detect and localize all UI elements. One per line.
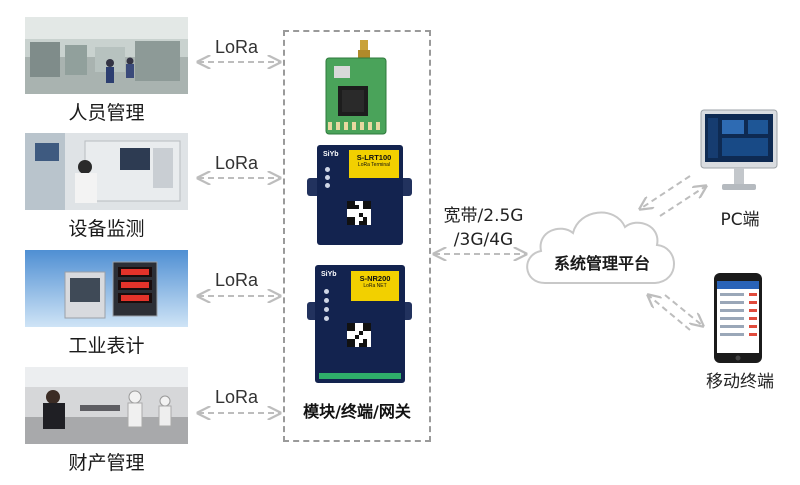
terminal-model: S-LRT100 bbox=[356, 153, 392, 162]
pc-label: PC端 bbox=[720, 210, 760, 230]
label-personnel: 人员管理 bbox=[68, 102, 145, 124]
terminal-led-1 bbox=[325, 167, 330, 172]
terminal-qr-code bbox=[347, 201, 371, 225]
gateway-model: S-NR200 bbox=[359, 274, 391, 283]
backhaul-label: 宽带/2.5G /3G/4G bbox=[436, 204, 531, 252]
gateway-led-2 bbox=[324, 298, 329, 303]
terminal-brand: SiYb bbox=[323, 151, 339, 158]
terminal-led-2 bbox=[325, 175, 330, 180]
terminal-sub: LoRa Terminal bbox=[357, 162, 391, 168]
gateway-qr-code bbox=[347, 323, 371, 347]
backhaul-line-2: /3G/4G bbox=[453, 230, 514, 250]
lora-label-2: LoRa bbox=[215, 153, 259, 173]
label-assets: 财产管理 bbox=[68, 452, 145, 474]
pc-monitor-icon bbox=[700, 109, 778, 190]
cloud-icon bbox=[526, 211, 675, 284]
gateway-sub: LoRa NET bbox=[363, 283, 387, 289]
arrow-mobile-down bbox=[664, 294, 703, 326]
arrow-mobile-up bbox=[648, 295, 691, 331]
gateway-device: SiYb S-NR200 LoRa NET bbox=[315, 265, 405, 383]
mobile-label: 移动终端 bbox=[706, 372, 774, 392]
device-group-caption: 模块/终端/网关 bbox=[303, 402, 411, 421]
gateway-led-4 bbox=[324, 316, 329, 321]
device-group-box bbox=[283, 30, 431, 442]
lora-module-image bbox=[325, 40, 387, 135]
label-equipment: 设备监测 bbox=[68, 218, 145, 240]
photo-equipment bbox=[25, 133, 188, 210]
gateway-brand: SiYb bbox=[321, 271, 337, 278]
label-meters: 工业表计 bbox=[68, 335, 145, 357]
terminal-label-tag: S-LRT100 LoRa Terminal bbox=[349, 150, 399, 178]
lora-label-3: LoRa bbox=[215, 270, 259, 290]
lora-label-4: LoRa bbox=[215, 387, 259, 407]
terminal-led-3 bbox=[325, 183, 330, 188]
gateway-led-3 bbox=[324, 307, 329, 312]
backhaul-line-1: 宽带/2.5G bbox=[443, 206, 524, 226]
gateway-led-1 bbox=[324, 289, 329, 294]
arrow-pc-up bbox=[659, 186, 706, 217]
lora-label-1: LoRa bbox=[215, 37, 259, 57]
photo-personnel bbox=[25, 17, 188, 94]
photo-meters bbox=[25, 250, 188, 327]
gateway-label-tag: S-NR200 LoRa NET bbox=[351, 271, 399, 301]
platform-label: 系统管理平台 bbox=[553, 254, 650, 273]
photo-assets bbox=[25, 367, 188, 444]
mobile-phone-icon bbox=[714, 273, 762, 363]
gateway-terminal-block bbox=[319, 373, 401, 379]
terminal-device: SiYb S-LRT100 LoRa Terminal bbox=[317, 145, 403, 245]
